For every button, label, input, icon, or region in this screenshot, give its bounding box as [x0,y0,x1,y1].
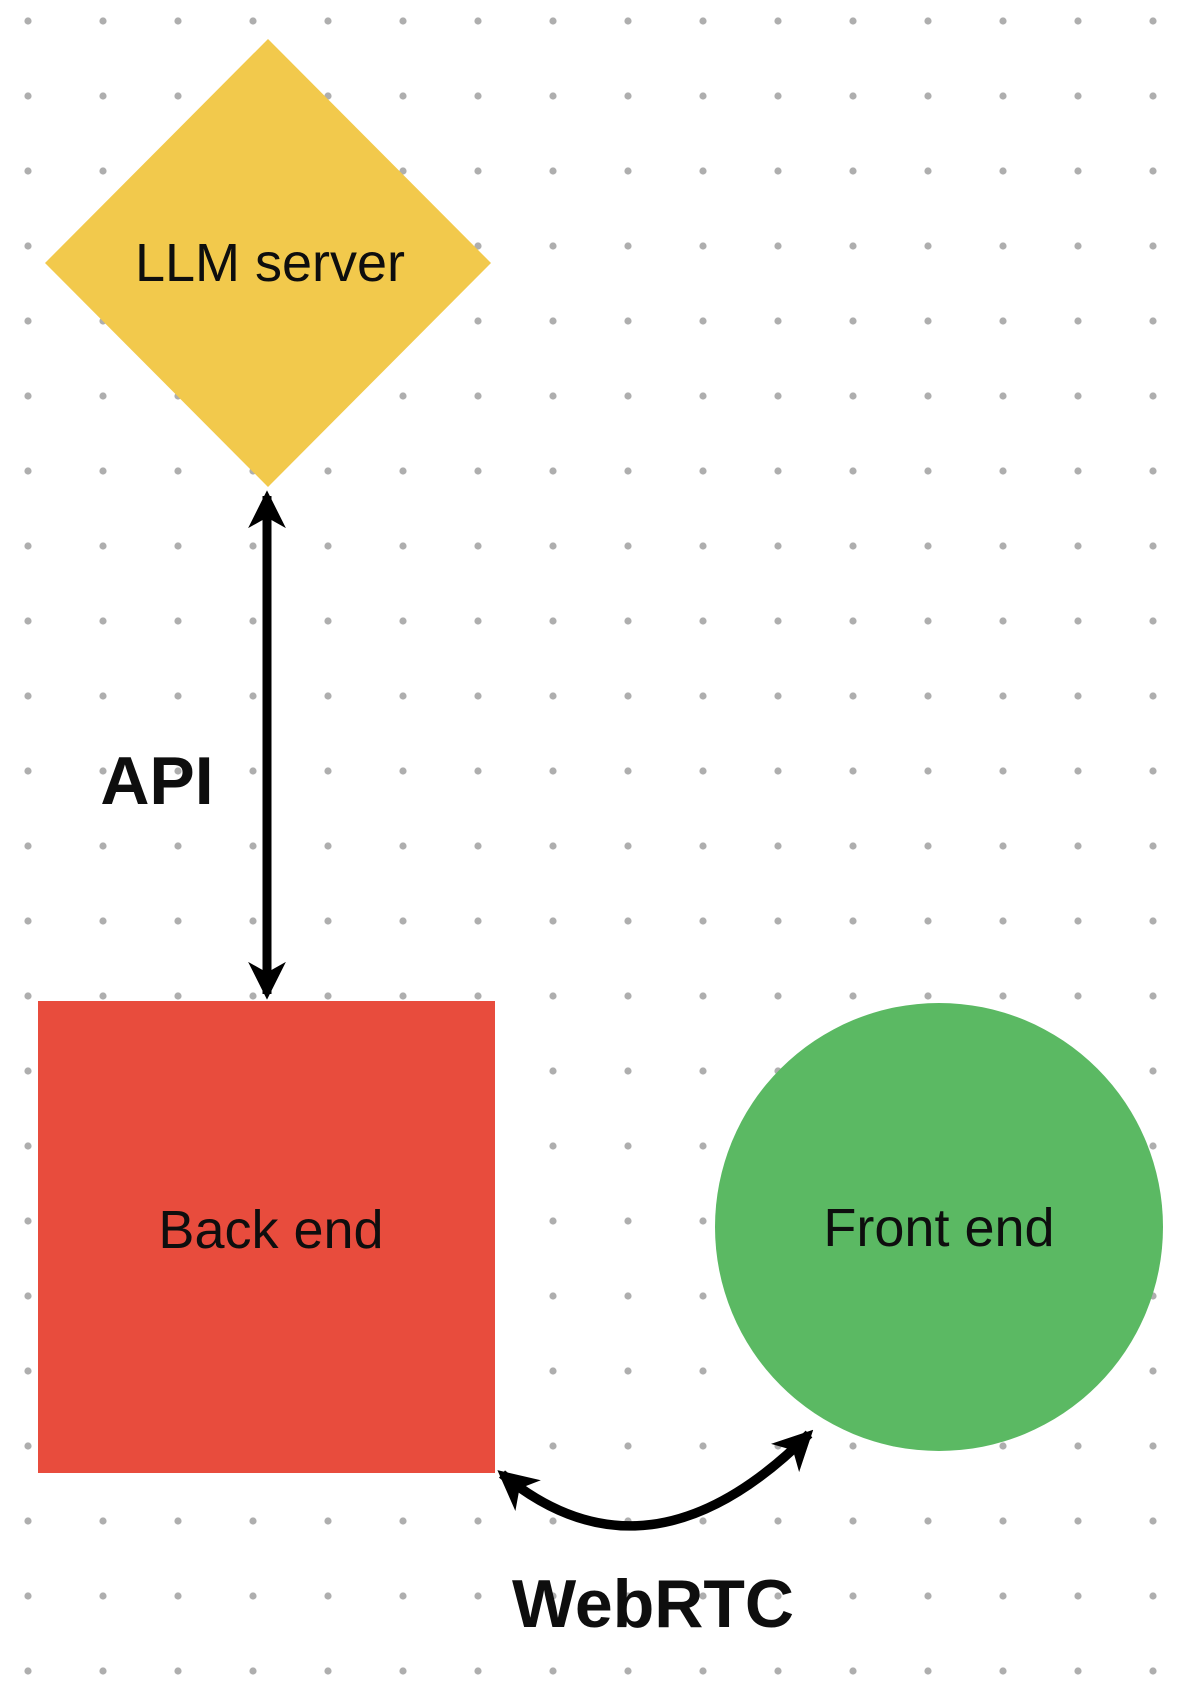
node-label-back-end: Back end [158,1200,383,1260]
edge-api[interactable]: API [100,490,286,1000]
webrtc-arrow[interactable] [497,1429,814,1531]
edge-label-api: API [100,743,213,819]
node-front-end[interactable]: Front end [715,1003,1163,1451]
node-label-llm-server: LLM server [135,233,405,293]
edge-webrtc[interactable]: WebRTC [497,1429,814,1642]
front-end-circle[interactable] [715,1003,1163,1451]
llm-server-diamond[interactable] [45,39,491,487]
node-llm-server[interactable]: LLM server [45,39,491,487]
back-end-square[interactable] [38,1001,495,1473]
node-back-end[interactable]: Back end [38,1001,495,1473]
node-label-front-end: Front end [823,1198,1054,1258]
edge-label-webrtc: WebRTC [512,1566,794,1642]
